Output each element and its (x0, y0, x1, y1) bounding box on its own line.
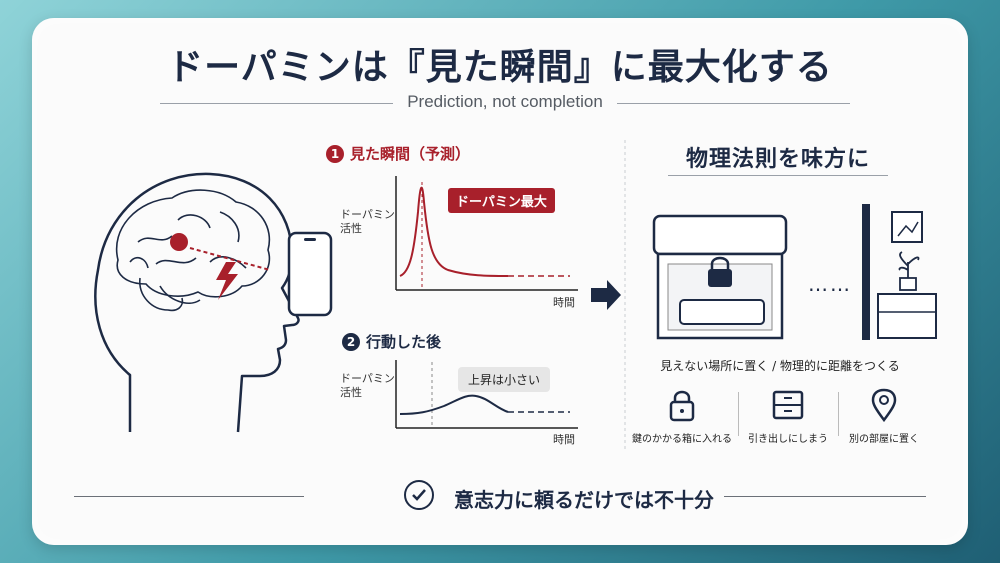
right-caption: 見えない場所に置く / 物理的に距離をつくる (660, 359, 900, 373)
lock-icon (669, 390, 695, 422)
step1-title: 1 見た瞬間（予測） (326, 143, 470, 164)
lockbox-illustration (652, 214, 788, 340)
chart2-ylabel-line1: ドーパミン (340, 372, 395, 385)
phone-in-box (679, 299, 765, 325)
chart2-annotation: 上昇は小さい (458, 367, 551, 392)
cabinet-icon (877, 293, 937, 339)
subtitle-text: Prediction, not completion (393, 92, 617, 111)
step1-number: 1 (326, 145, 344, 163)
option-lockbox: 鍵のかかる箱に入れる (632, 388, 732, 445)
option-drawer: 引き出しにしまう (738, 388, 838, 445)
chart2-xlabel: 時間 (553, 433, 575, 446)
arrow-right-icon (591, 280, 621, 310)
bottom-banner: 意志力に頼るだけでは不十分 (74, 478, 926, 518)
step1-label: 見た瞬間（予測） (350, 145, 471, 163)
option-drawer-label: 引き出しにしまう (748, 434, 828, 445)
subtitle: Prediction, not completion (160, 92, 850, 112)
chart2-plot (395, 360, 578, 429)
head-brain-illustration (94, 172, 300, 433)
phone-icon (287, 231, 333, 317)
other-room-illustration (862, 204, 937, 340)
right-title-underline (668, 175, 888, 176)
door-frame (862, 204, 870, 340)
box-lid (652, 214, 788, 256)
check-circle-icon (404, 480, 434, 510)
lightning-icon (216, 262, 238, 300)
chart1-plot (395, 176, 578, 291)
chart1-ylabel-line2: 活性 (340, 222, 362, 235)
page-title: ドーパミンは『見た瞬間』に最大化する (167, 47, 833, 88)
chart2-ylabel: ドーパミン活性 (340, 372, 395, 400)
chart1-xlabel: 時間 (553, 296, 575, 309)
plant-icon (898, 251, 920, 278)
chart1-peak-label: ドーパミン最大 (448, 188, 555, 213)
distance-dots: …… (808, 272, 852, 296)
center-divider (591, 140, 626, 450)
brain-reward-center (170, 233, 188, 251)
brain-icon (115, 189, 271, 312)
step2-title: 2 行動した後 (342, 331, 441, 352)
chart1-ylabel-line1: ドーパミン (340, 208, 395, 221)
lock-icon (708, 256, 732, 287)
option-other-room-label: 別の部屋に置く (849, 434, 919, 445)
chart1-ylabel: ドーパミン活性 (340, 208, 395, 236)
option-separator (738, 392, 739, 436)
step2-label: 行動した後 (366, 333, 442, 351)
option-separator (838, 392, 839, 436)
option-other-room: 別の部屋に置く (834, 388, 934, 445)
bottom-message: 意志力に頼るだけでは不十分 (454, 488, 714, 512)
subtitle-row: Prediction, not completion (160, 92, 850, 116)
right-title: 物理法則を味方に (685, 147, 870, 172)
bottom-divider-left (74, 496, 304, 497)
chart2-ylabel-line2: 活性 (340, 386, 362, 399)
bottom-divider-right (724, 496, 926, 497)
chart2-curve (399, 394, 509, 415)
option-lockbox-label: 鍵のかかる箱に入れる (632, 434, 732, 445)
chart1-curve (399, 186, 509, 277)
drawer-icon (772, 390, 804, 420)
location-pin-icon (871, 388, 897, 423)
step2-number: 2 (342, 333, 360, 351)
